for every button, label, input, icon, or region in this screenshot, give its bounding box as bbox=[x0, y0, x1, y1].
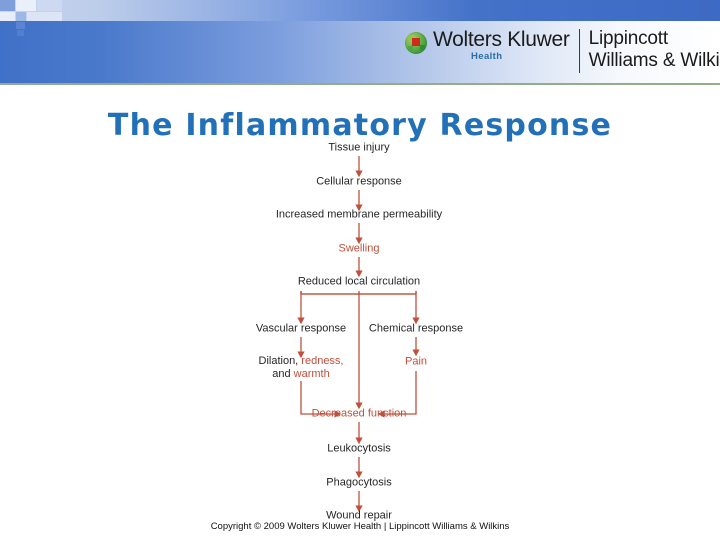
wolters-kluwer-globe-icon bbox=[405, 32, 427, 54]
flow-node-wound-repair: Wound repair bbox=[326, 509, 392, 522]
banner-main-band bbox=[0, 21, 720, 83]
redness-part: redness, bbox=[301, 355, 344, 367]
slide-banner: Wolters Kluwer Health Lippincott William… bbox=[0, 0, 720, 85]
imprint-line-2: Williams & Wilkins bbox=[588, 50, 720, 71]
flow-node-vascular-response: Vascular response bbox=[255, 322, 347, 335]
banner-decor-square bbox=[17, 30, 24, 36]
wolters-kluwer-wordmark: Wolters Kluwer Health bbox=[433, 28, 570, 63]
banner-decor-square bbox=[0, 12, 15, 21]
imprint-wordmark: Lippincott Williams & Wilkins bbox=[589, 28, 720, 72]
banner-decor-square bbox=[16, 22, 25, 29]
flow-node-cellular-response: Cellular response bbox=[316, 175, 402, 188]
copyright-footer: Copyright © 2009 Wolters Kluwer Health |… bbox=[210, 521, 510, 532]
publisher-logo: Wolters Kluwer Health Lippincott William… bbox=[405, 28, 720, 73]
flow-node-reduced-local-circulation: Reduced local circulation bbox=[297, 275, 421, 288]
banner-bottom-rule bbox=[0, 83, 720, 85]
banner-top-band bbox=[0, 0, 720, 21]
flow-node-increased-membrane-permeability: Increased membrane permeability bbox=[275, 208, 443, 221]
banner-decor-square bbox=[27, 12, 62, 21]
slide-title: The Inflammatory Response bbox=[107, 108, 613, 143]
flow-node-pain: Pain bbox=[404, 355, 428, 368]
banner-decor-square bbox=[16, 12, 26, 21]
logo-divider bbox=[578, 29, 580, 73]
banner-decor-square bbox=[37, 0, 62, 11]
flow-node-tissue-injury: Tissue injury bbox=[328, 141, 390, 154]
banner-decor-square bbox=[16, 0, 36, 11]
division-name: Health bbox=[471, 51, 503, 62]
and-part: and bbox=[272, 368, 294, 380]
dilation-part: Dilation, bbox=[258, 355, 302, 367]
warmth-part: warmth bbox=[293, 368, 330, 380]
flow-node-swelling: Swelling bbox=[338, 242, 380, 255]
banner-decor-square bbox=[0, 0, 15, 11]
imprint-line-1: Lippincott bbox=[588, 28, 669, 49]
flow-node-decreased-function: Decreased function bbox=[311, 407, 407, 420]
company-name: Wolters Kluwer bbox=[433, 28, 570, 51]
flow-node-phagocytosis: Phagocytosis bbox=[326, 476, 392, 489]
flow-node-chemical-response: Chemical response bbox=[368, 322, 464, 335]
flow-node-dilation-redness-warmth: Dilation, redness, and warmth bbox=[259, 355, 344, 381]
flow-node-leukocytosis: Leukocytosis bbox=[327, 442, 391, 455]
